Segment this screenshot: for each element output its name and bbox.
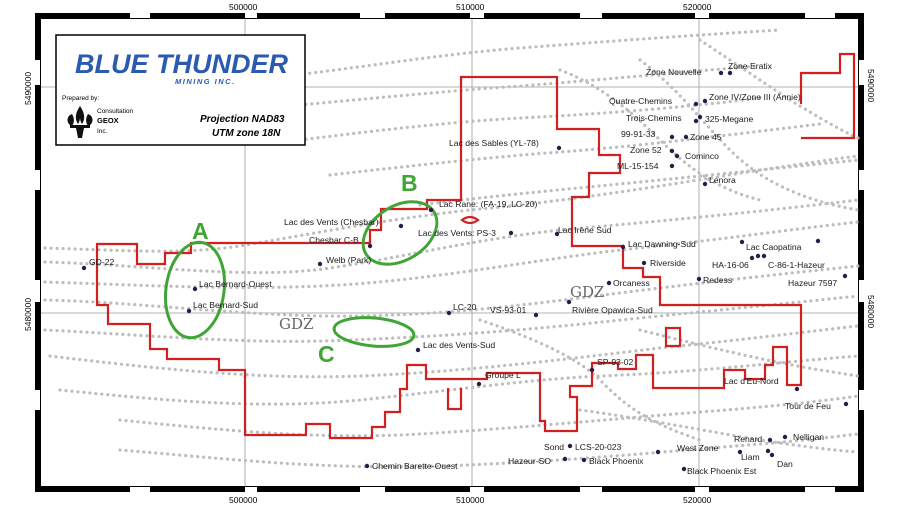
showing-label: Lac Caopatina	[746, 242, 802, 252]
frame-ticks	[35, 13, 864, 492]
showing-label: Black Phoenix	[589, 456, 644, 466]
y-tick-right: 5490000	[866, 69, 876, 102]
zone-c-ellipse	[332, 316, 416, 348]
x-tick-top: 510000	[456, 2, 485, 12]
showing-label: Lac Irène Sud	[558, 225, 612, 235]
showing-label: Groupe L	[485, 370, 521, 380]
showing-label: Lac des Vents-Sud	[423, 340, 495, 350]
showing-label: Black Phoenix Est	[687, 466, 757, 476]
showing-label: Riverside	[650, 258, 686, 268]
y-tick-left: 5480000	[23, 298, 33, 331]
showing-label: Welb (Park)	[326, 255, 371, 265]
gdz-label-east: GDZ	[570, 283, 604, 301]
x-tick-bottom: 500000	[229, 495, 258, 505]
showing-label: Chemin Barette-Ouest	[372, 461, 458, 471]
showing-label: 99-91-33	[621, 129, 656, 139]
showing-label: SP-93-02	[597, 357, 634, 367]
showing-label: Renard	[734, 434, 762, 444]
showing-label: Lac des Vents (Chesbar)	[284, 217, 379, 227]
x-tick-bottom: 520000	[683, 495, 712, 505]
projection-line2: UTM zone 18N	[212, 128, 281, 139]
title-box	[55, 34, 306, 146]
x-tick-top: 500000	[229, 2, 258, 12]
claim-boundary	[95, 52, 856, 440]
projection-line1: Projection NAD83	[200, 114, 285, 125]
y-tick-right: 5480000	[866, 295, 876, 328]
y-tick-left: 5490000	[23, 72, 33, 105]
showing-label: Dan	[777, 459, 793, 469]
showing-labels: Zone Nouvelle Zone Eratix Quatre-Chemins…	[89, 61, 837, 476]
showing-label: Zone 45	[690, 132, 722, 142]
showing-label: Lac Rane: (FA-19, LC-20)	[439, 199, 538, 209]
showing-label: Lac Bernard-Sud	[193, 300, 258, 310]
prepared-by-label: Prepared by:	[62, 95, 99, 102]
zone-a-ellipse	[164, 240, 226, 340]
showing-label: LC-20	[453, 302, 477, 312]
showing-label: Zone IV/Zone III (Annie)	[709, 92, 801, 102]
showing-label: Lac des Sables (YL-78)	[449, 138, 539, 148]
showing-label: VS-93-01	[490, 305, 527, 315]
showing-label: Orcaness	[613, 278, 650, 288]
consultant-name-line2: GEOX	[97, 116, 119, 125]
showing-label: 325-Megane	[705, 114, 753, 124]
showing-label: Zone 52	[630, 145, 662, 155]
consultant-logo-icon	[67, 106, 93, 138]
showing-label: Sond	[544, 442, 564, 452]
x-tick-bottom: 510000	[456, 495, 485, 505]
showing-label: Lac Dawning-Sud	[628, 239, 696, 249]
showing-markers	[81, 70, 849, 472]
showing-label: Cominco	[685, 151, 719, 161]
showing-label: GD-22	[89, 257, 115, 267]
showing-label: LCS-20-023	[575, 442, 622, 452]
showing-label: Lenora	[709, 175, 736, 185]
showing-label: HA-16-06	[712, 260, 749, 270]
title-block: BLUE THUNDER MINING INC. Prepared by: Co…	[55, 34, 306, 146]
showing-label: West Zone	[677, 443, 719, 453]
showing-label: C-86-1-Hazeur	[768, 260, 825, 270]
gdz-label-west: GDZ	[279, 315, 313, 333]
consultant-name-line3: Inc.	[97, 128, 108, 135]
zone-outlines	[164, 200, 439, 348]
company-logo-sub: MINING INC.	[175, 77, 236, 86]
x-tick-top: 520000	[683, 2, 712, 12]
zone-b-ellipse	[361, 200, 439, 266]
showing-label: Zone Nouvelle	[646, 67, 702, 77]
showing-label: Trois-Chemins	[626, 113, 682, 123]
showing-label: Zone Eratix	[728, 61, 773, 71]
showing-label: Lac Bernard-Ouest	[199, 279, 272, 289]
showing-label: Nelligan	[793, 432, 824, 442]
zone-b-label: B	[401, 170, 418, 196]
axis-labels: 500000 510000 520000 500000 510000 52000…	[23, 2, 876, 505]
showing-label: Redess	[703, 275, 732, 285]
consultant-name-line1: Consultation	[97, 108, 134, 115]
showing-label: Tour de Feu	[785, 401, 831, 411]
showing-label: Chesbar C-B	[309, 235, 359, 245]
showing-label: Lac des Vents: PS-3	[418, 228, 496, 238]
zone-c-label: C	[318, 341, 335, 367]
showing-label: Rivière Opawica-Sud	[572, 305, 653, 315]
showing-label: Liam	[741, 452, 760, 462]
showing-label: ML-15-154	[617, 161, 659, 171]
showing-label: Lac d'Eu-Nord	[724, 376, 779, 386]
showing-label: Hazeur 7597	[788, 278, 837, 288]
showing-label: Hazeur-SO	[508, 456, 551, 466]
geological-trend-lines	[43, 28, 860, 469]
company-logo-main: BLUE THUNDER	[75, 49, 288, 79]
showing-label: Quatre-Chemins	[609, 96, 672, 106]
zone-a-label: A	[192, 218, 209, 244]
